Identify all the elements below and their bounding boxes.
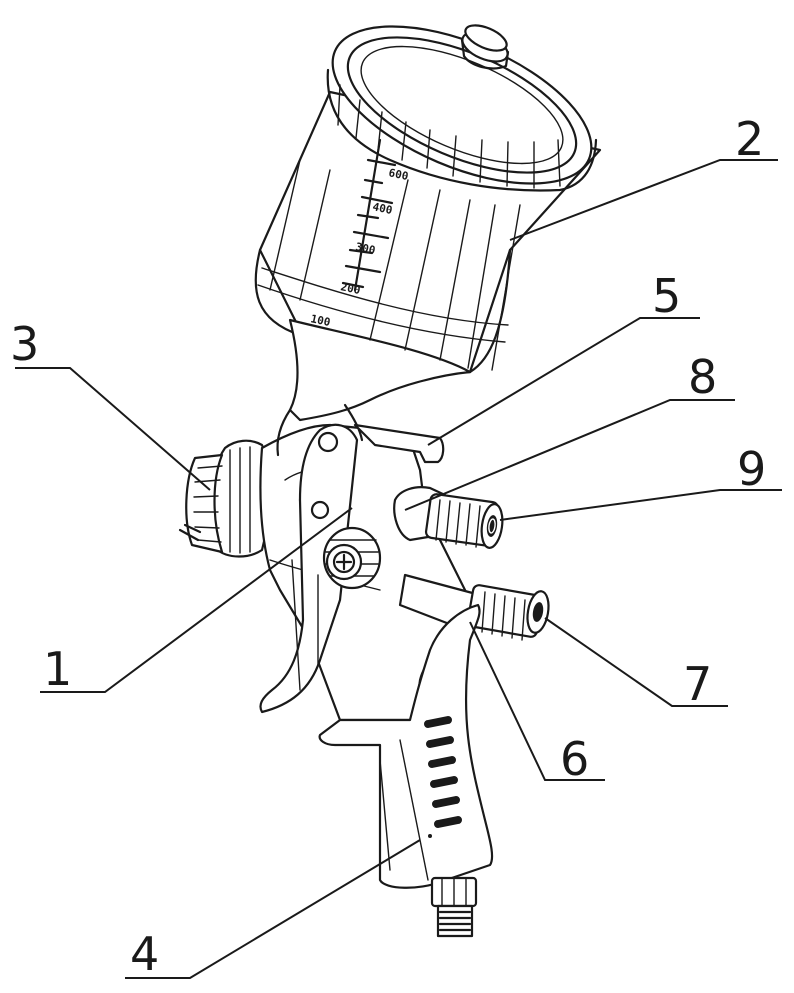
leader-4	[125, 840, 420, 978]
label-2: 2	[735, 112, 764, 166]
side-knob	[324, 528, 380, 588]
label-4: 4	[130, 927, 159, 981]
label-8: 8	[688, 350, 717, 404]
label-6: 6	[560, 732, 589, 786]
label-9: 9	[737, 442, 766, 496]
paint-cup: 600 400 300 200 100	[256, 0, 614, 420]
leader-3	[15, 368, 210, 490]
leader-8	[405, 400, 735, 510]
label-1: 1	[43, 642, 72, 696]
label-3: 3	[10, 317, 39, 371]
air-cap	[180, 441, 269, 557]
fan-adjuster	[394, 487, 505, 549]
label-5: 5	[652, 269, 681, 323]
label-7: 7	[683, 657, 712, 711]
